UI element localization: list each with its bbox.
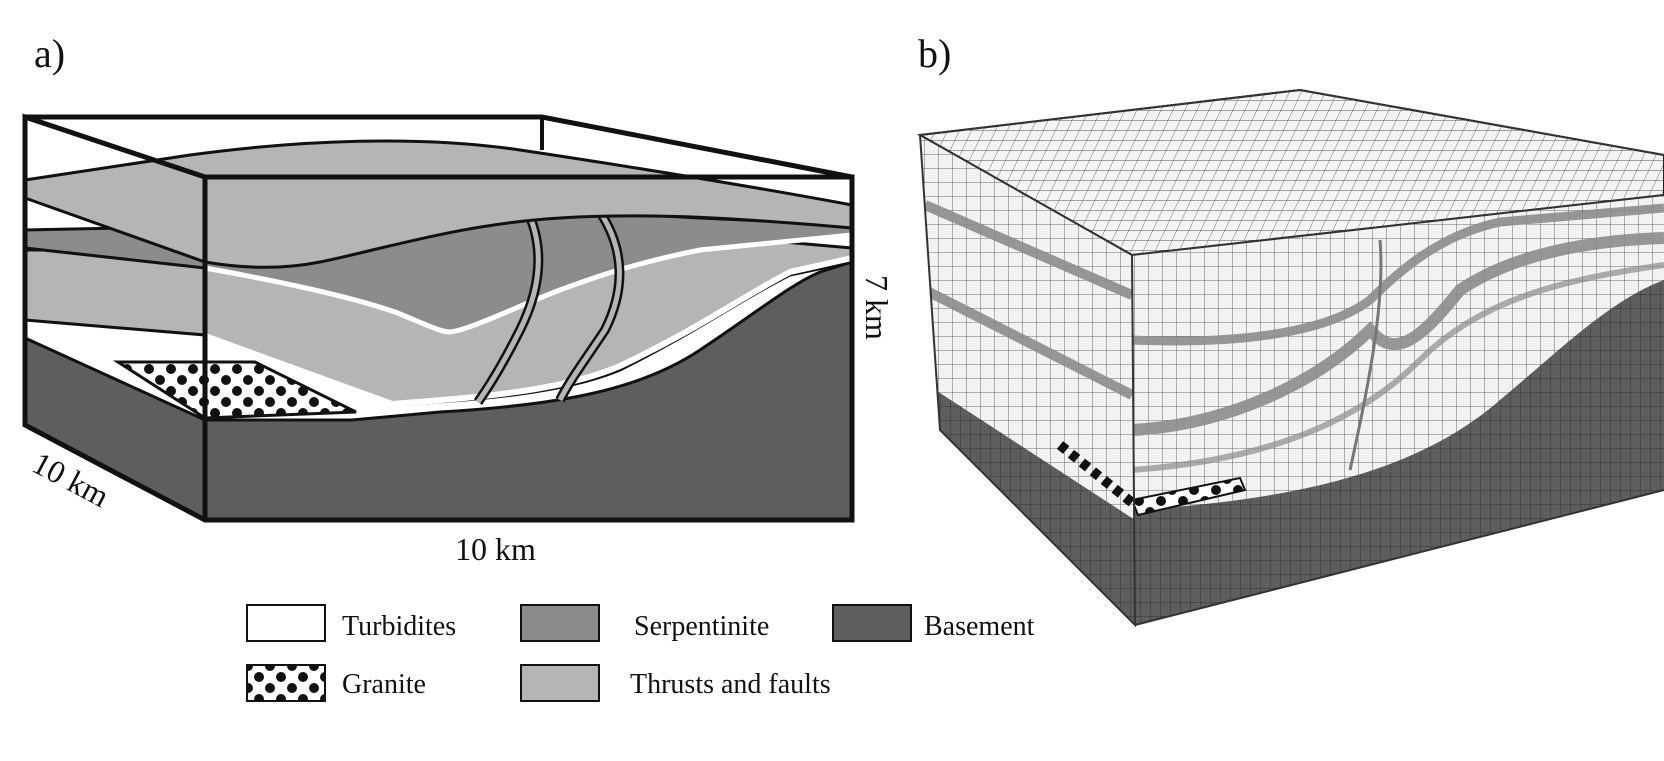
mesh-block-b bbox=[916, 88, 1664, 628]
legend-swatch-granite bbox=[246, 664, 326, 702]
block-diagram-a bbox=[22, 113, 855, 523]
legend-label-basement: Basement bbox=[924, 611, 1035, 642]
fault-1-fill bbox=[475, 210, 541, 404]
legend-label-serpentinite: Serpentinite bbox=[634, 611, 769, 642]
fault-2-fill bbox=[557, 210, 622, 402]
dimension-height-label: 7 km bbox=[859, 275, 895, 340]
legend-swatch-basement bbox=[832, 604, 912, 642]
legend-label-granite: Granite bbox=[342, 669, 426, 700]
panel-label-b: b) bbox=[918, 31, 952, 76]
legend-swatch-thrusts bbox=[520, 664, 600, 702]
legend-label-turbidites: Turbidites bbox=[342, 611, 456, 642]
turbidite-seam-1 bbox=[203, 255, 853, 408]
turbidite-top-sheet bbox=[23, 139, 854, 269]
legend-swatch-serpentinite bbox=[520, 604, 600, 642]
legend: Turbidites Serpentinite Basement Granite… bbox=[246, 604, 1035, 702]
panel-label-a: a) bbox=[34, 31, 66, 76]
basement-layer bbox=[23, 259, 854, 522]
dimension-width-label: 10 km bbox=[455, 531, 536, 567]
legend-label-thrusts: Thrusts and faults bbox=[630, 669, 831, 700]
mesh-block-outline bbox=[919, 88, 1664, 628]
granite-body bbox=[112, 360, 357, 420]
legend-swatch-turbidites bbox=[246, 604, 326, 642]
